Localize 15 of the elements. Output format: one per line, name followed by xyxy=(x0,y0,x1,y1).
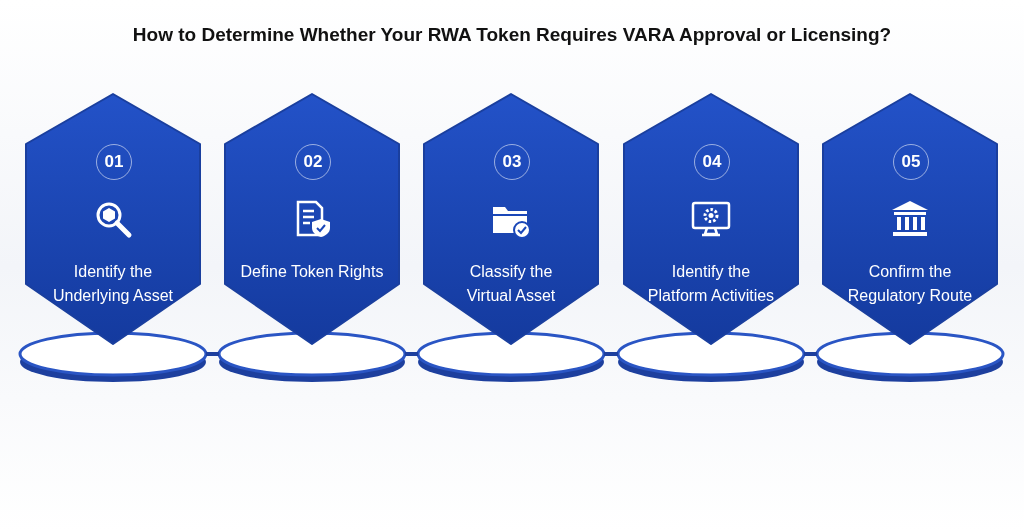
connector-line xyxy=(604,352,618,356)
hexagon-step xyxy=(416,92,606,382)
hexagon-step xyxy=(217,92,407,382)
step-label: Identify the Underlying Asset xyxy=(51,262,175,306)
hexagon-step xyxy=(815,92,1005,382)
hexagon-step xyxy=(616,92,806,382)
hexagon-step xyxy=(18,92,208,382)
connector-line xyxy=(206,352,219,356)
step-label: Define Token Rights xyxy=(239,262,385,282)
title: How to Determine Whether Your RWA Token Requires VARA Approval or Licensing? xyxy=(132,24,892,45)
step-label: Confirm the Regulatory Route xyxy=(846,262,974,306)
step-label: Classify the Virtual Asset xyxy=(465,262,557,306)
connector-line xyxy=(804,352,817,356)
connector-line xyxy=(405,352,418,356)
step-label: Identify the Platform Activities xyxy=(646,262,776,306)
